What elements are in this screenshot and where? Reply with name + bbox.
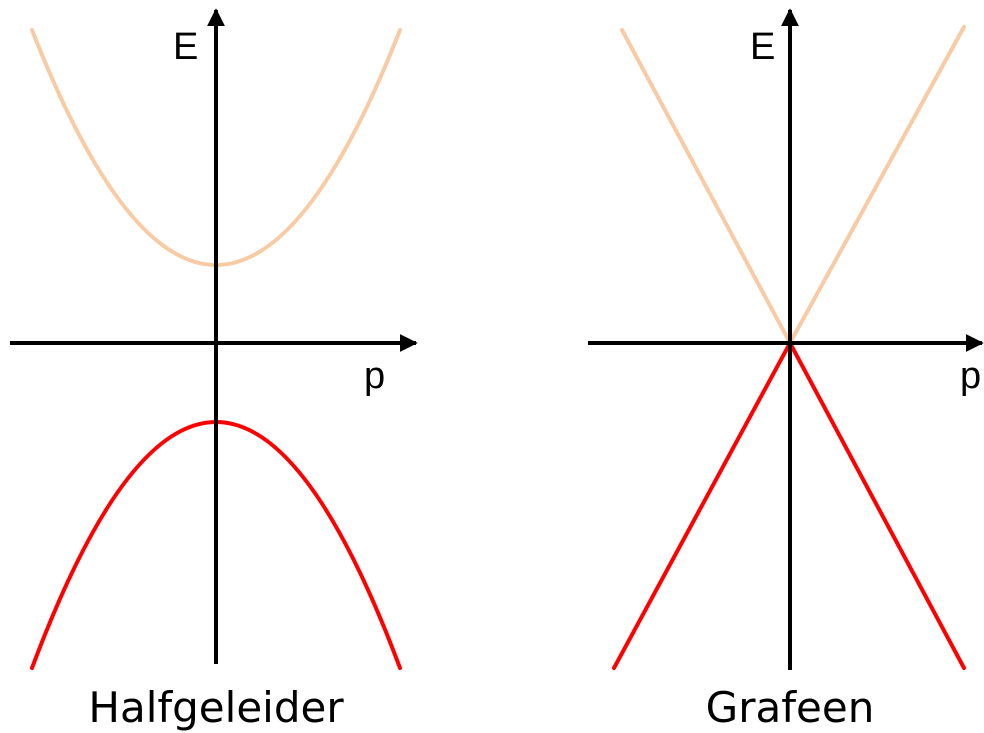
semiconductor-caption: Halfgeleider: [88, 683, 344, 732]
graphene-momentum-axis-label: p: [960, 355, 981, 397]
semiconductor-panel: E p Halfgeleider: [10, 8, 418, 732]
semiconductor-energy-axis-label: E: [173, 26, 198, 68]
semiconductor-momentum-axis-label: p: [364, 355, 385, 397]
graphene-energy-axis-label: E: [750, 26, 775, 68]
graphene-caption: Grafeen: [706, 683, 875, 732]
graphene-conduction-band: [620, 25, 966, 348]
graphene-panel: E p Grafeen: [588, 8, 984, 732]
